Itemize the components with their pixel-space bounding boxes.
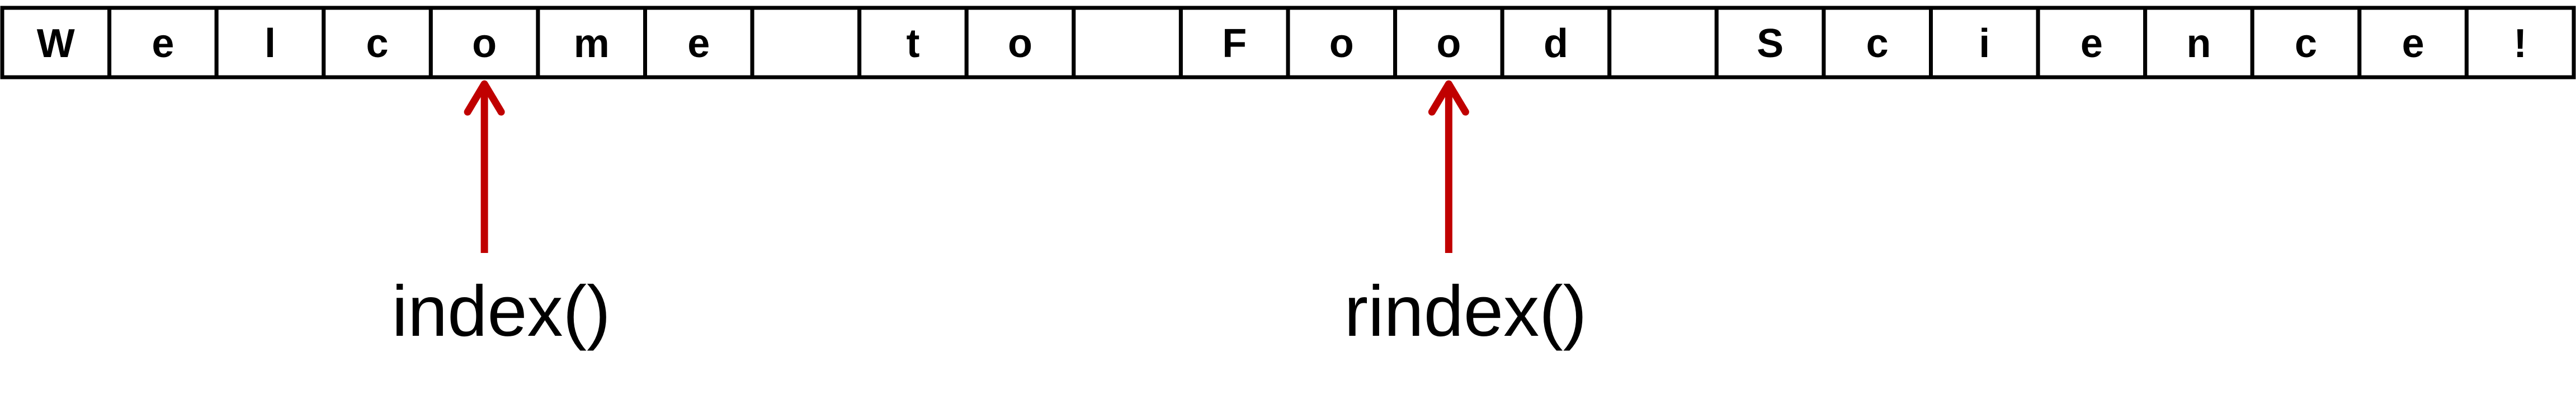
char-label: F bbox=[1222, 21, 1247, 66]
char-cell bbox=[428, 6, 540, 79]
char-label: e bbox=[2080, 21, 2103, 66]
char-cell bbox=[1607, 6, 1719, 79]
char-cell bbox=[1393, 6, 1504, 79]
char-label: o bbox=[1436, 21, 1461, 66]
char-cell bbox=[0, 6, 112, 79]
char-label: i bbox=[1979, 21, 1990, 66]
char-label: c bbox=[1866, 21, 1889, 66]
char-label: l bbox=[265, 21, 276, 66]
char-label: e bbox=[2402, 21, 2424, 66]
char-cell bbox=[1072, 6, 1183, 79]
char-cell bbox=[857, 6, 969, 79]
char-cell bbox=[1714, 6, 1826, 79]
char-label: d bbox=[1544, 21, 1568, 66]
char-cell bbox=[214, 6, 326, 79]
char-cell bbox=[1500, 6, 1612, 79]
char-label: o bbox=[1329, 21, 1354, 66]
char-cell bbox=[1178, 6, 1290, 79]
char-label: t bbox=[906, 21, 919, 66]
char-cell bbox=[107, 6, 219, 79]
arrow-head-icon bbox=[464, 80, 505, 116]
char-label: m bbox=[574, 21, 610, 66]
char-label: e bbox=[152, 21, 174, 66]
char-cell bbox=[964, 6, 1076, 79]
pointer-rindex: rindex() bbox=[1344, 80, 1587, 351]
char-cell bbox=[2357, 6, 2469, 79]
char-label: c bbox=[366, 21, 389, 66]
arrow-head-icon bbox=[1428, 80, 1469, 116]
char-cell bbox=[750, 6, 862, 79]
char-label: e bbox=[687, 21, 710, 66]
pointer-label: index() bbox=[392, 271, 611, 351]
pointer-index: index() bbox=[392, 80, 611, 351]
char-label: c bbox=[2295, 21, 2317, 66]
char-cell bbox=[643, 6, 754, 79]
char-label: S bbox=[1757, 21, 1784, 66]
char-label: o bbox=[1008, 21, 1032, 66]
char-cell bbox=[2036, 6, 2148, 79]
pointer-arrows: index() rindex() bbox=[392, 80, 1587, 351]
char-label: n bbox=[2186, 21, 2211, 66]
char-label: W bbox=[37, 21, 75, 66]
char-cell bbox=[1929, 6, 2040, 79]
char-label: o bbox=[472, 21, 497, 66]
char-label: ! bbox=[2513, 21, 2527, 66]
char-cell bbox=[2250, 6, 2362, 79]
char-cell bbox=[2464, 6, 2576, 79]
pointer-label: rindex() bbox=[1344, 271, 1587, 351]
